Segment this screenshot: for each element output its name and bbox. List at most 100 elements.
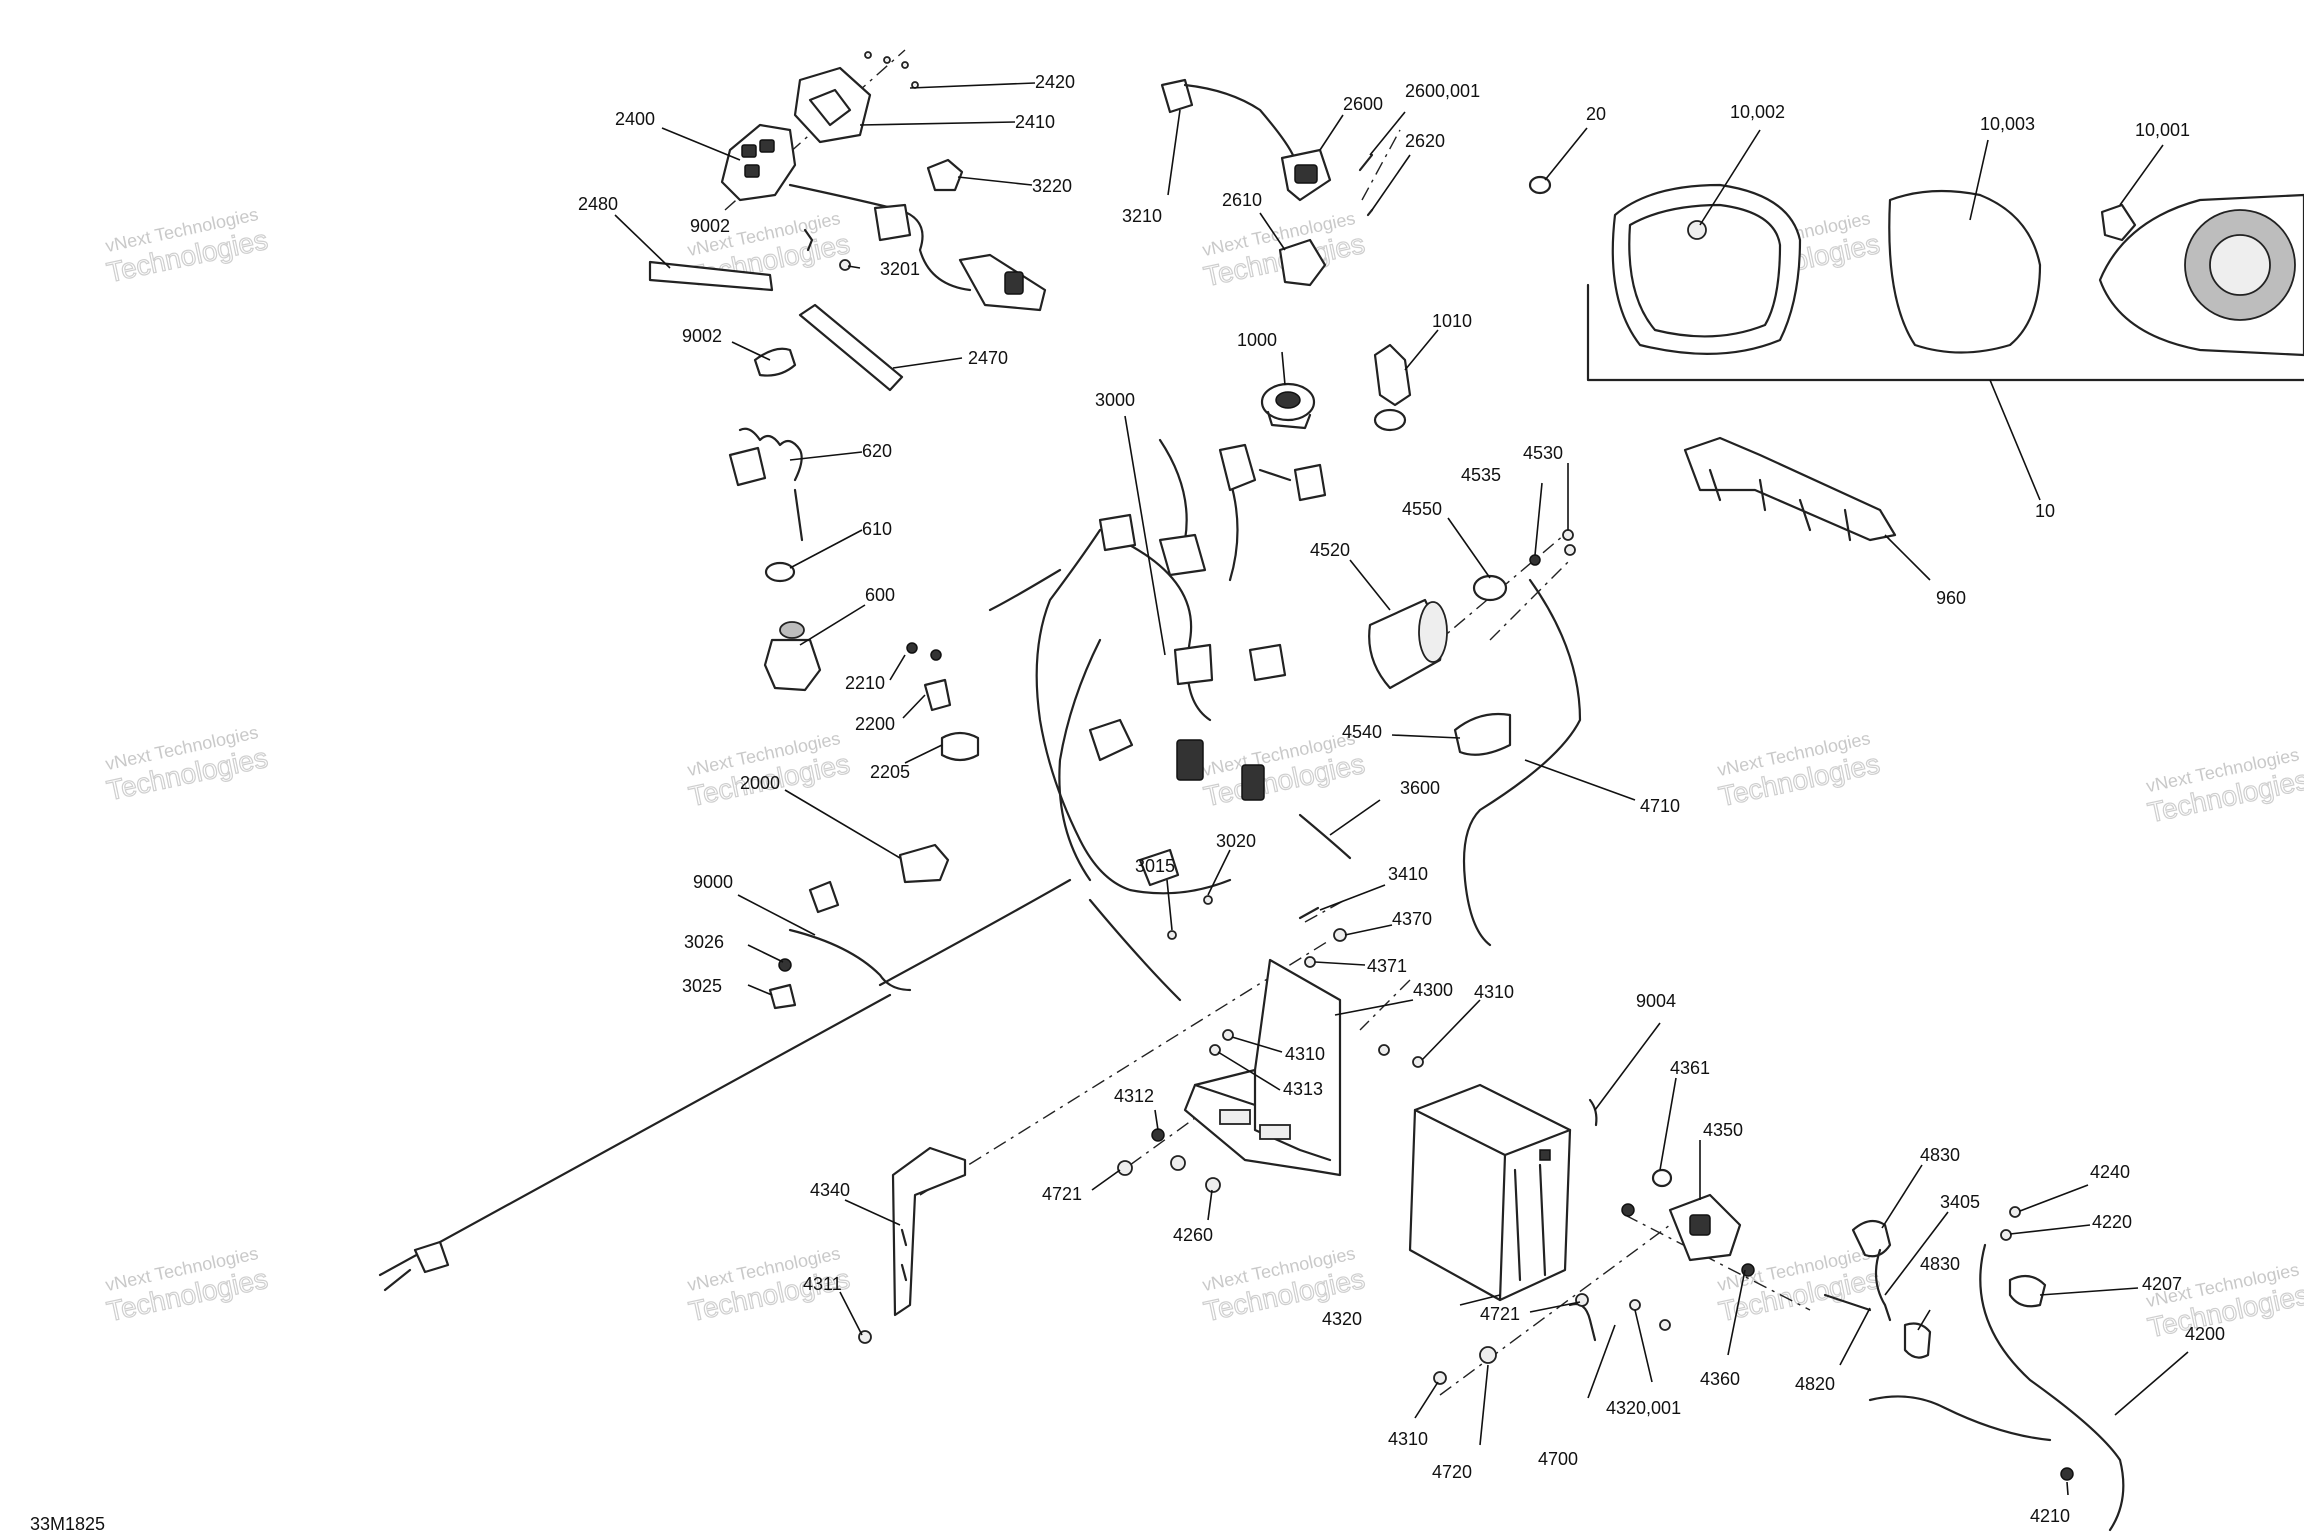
label-4312: 4312 xyxy=(1114,1086,1154,1106)
sensor-2000 xyxy=(898,843,950,884)
label-4310-a: 4310 xyxy=(1474,982,1514,1002)
label-4240: 4240 xyxy=(2090,1162,2130,1182)
label-2205: 2205 xyxy=(870,762,910,782)
battery-tray-4300 xyxy=(1183,958,1342,1177)
label-4535: 4535 xyxy=(1461,465,1501,485)
cable-3600 xyxy=(1298,813,1352,860)
fastener-3020 xyxy=(1203,895,1213,905)
label-4360: 4360 xyxy=(1700,1369,1740,1389)
battery-cable-4200 xyxy=(1979,1243,2125,1532)
label-4550: 4550 xyxy=(1402,499,1442,519)
nut-2210-a xyxy=(906,642,918,654)
bolt-4320-001 xyxy=(1659,1319,1671,1331)
label-4310-b: 4310 xyxy=(1285,1044,1325,1064)
label-2410: 2410 xyxy=(1015,112,1055,132)
label-2470: 2470 xyxy=(968,348,1008,368)
label-610: 610 xyxy=(862,519,892,539)
label-4260: 4260 xyxy=(1173,1225,1213,1245)
label-2610: 2610 xyxy=(1222,190,1262,210)
clip-9002-a xyxy=(803,228,814,252)
nut-2210-b xyxy=(930,649,942,661)
label-4320: 4320 xyxy=(1322,1309,1362,1329)
label-4220: 4220 xyxy=(2092,1212,2132,1232)
fastener-3201 xyxy=(839,259,851,271)
instrument-cluster-10 xyxy=(1586,183,2304,382)
label-4710: 4710 xyxy=(1640,796,1680,816)
label-10: 10 xyxy=(2035,501,2055,521)
label-4370: 4370 xyxy=(1392,909,1432,929)
nut-4360 xyxy=(1621,1203,1635,1217)
label-4361: 4361 xyxy=(1670,1058,1710,1078)
bolt-4530-a xyxy=(1562,529,1574,541)
bolt-4370 xyxy=(1333,928,1347,942)
fastener-3015 xyxy=(1167,930,1177,940)
sensor-2200 xyxy=(923,678,952,712)
tube-2470 xyxy=(798,303,904,392)
label-10-001: 10,001 xyxy=(2135,120,2190,140)
clip-4220 xyxy=(2000,1229,2012,1241)
nut-4260 xyxy=(1205,1177,1221,1193)
document-code: 33M1825 xyxy=(30,1514,105,1534)
label-9004: 9004 xyxy=(1636,991,1676,1011)
grommet-20 xyxy=(1528,175,1552,195)
label-2400: 2400 xyxy=(615,109,655,129)
bolt-4310-b xyxy=(1378,1044,1390,1056)
label-4721-a: 4721 xyxy=(1042,1184,1082,1204)
components xyxy=(378,51,2304,1532)
battery-cable-4210 xyxy=(1868,1395,2052,1442)
label-2210: 2210 xyxy=(845,673,885,693)
label-4371: 4371 xyxy=(1367,956,1407,976)
cable-3405 xyxy=(1874,1248,1892,1322)
tube-2480 xyxy=(648,260,774,292)
label-20: 20 xyxy=(1586,104,1606,124)
label-9002-top: 9002 xyxy=(690,216,730,236)
label-2620: 2620 xyxy=(1405,131,1445,151)
label-4720: 4720 xyxy=(1432,1462,1472,1482)
label-4313: 4313 xyxy=(1283,1079,1323,1099)
lanyard-620 xyxy=(728,427,804,542)
nut-4313 xyxy=(1209,1044,1221,1056)
nut-4721-a xyxy=(1117,1160,1133,1176)
label-4830-b: 4830 xyxy=(1920,1254,1960,1274)
connector-2610 xyxy=(1278,238,1327,287)
clip-9004 xyxy=(1588,1098,1598,1127)
washer-4720 xyxy=(1479,1346,1497,1364)
bolt-4310-a xyxy=(1222,1029,1234,1041)
label-4520: 4520 xyxy=(1310,540,1350,560)
label-4721-b: 4721 xyxy=(1480,1304,1520,1324)
bolt-4530-b xyxy=(1564,544,1576,556)
label-10-002: 10,002 xyxy=(1730,102,1785,122)
clip-3220 xyxy=(926,158,964,192)
label-3000: 3000 xyxy=(1095,390,1135,410)
label-3015: 3015 xyxy=(1135,856,1175,876)
mount-bracket-960 xyxy=(1683,436,1897,542)
label-4340: 4340 xyxy=(810,1180,850,1200)
label-3405: 3405 xyxy=(1940,1192,1980,1212)
label-3210: 3210 xyxy=(1122,206,1162,226)
label-3220: 3220 xyxy=(1032,176,1072,196)
boot-4207 xyxy=(2008,1274,2047,1308)
label-2480: 2480 xyxy=(578,194,618,214)
label-9000: 9000 xyxy=(693,872,733,892)
relay-assembly-4350 xyxy=(1668,1193,1742,1262)
label-4540: 4540 xyxy=(1342,722,1382,742)
label-10-003: 10,003 xyxy=(1980,114,2035,134)
label-4200: 4200 xyxy=(2185,1324,2225,1344)
label-4300: 4300 xyxy=(1413,980,1453,1000)
ignition-1000 xyxy=(1260,382,1316,430)
nut-4721-b xyxy=(1575,1293,1589,1307)
handlebar-switch-assembly xyxy=(720,51,1047,312)
boot-4830-b xyxy=(1903,1322,1932,1359)
pin-3410 xyxy=(1298,906,1320,920)
label-4830-a: 4830 xyxy=(1920,1145,1960,1165)
label-2000: 2000 xyxy=(740,773,780,793)
label-3201: 3201 xyxy=(880,259,920,279)
harness-9000 xyxy=(378,880,912,1292)
bolt-4310-c xyxy=(1412,1056,1424,1068)
label-2600: 2600 xyxy=(1343,94,1383,114)
label-2200: 2200 xyxy=(855,714,895,734)
